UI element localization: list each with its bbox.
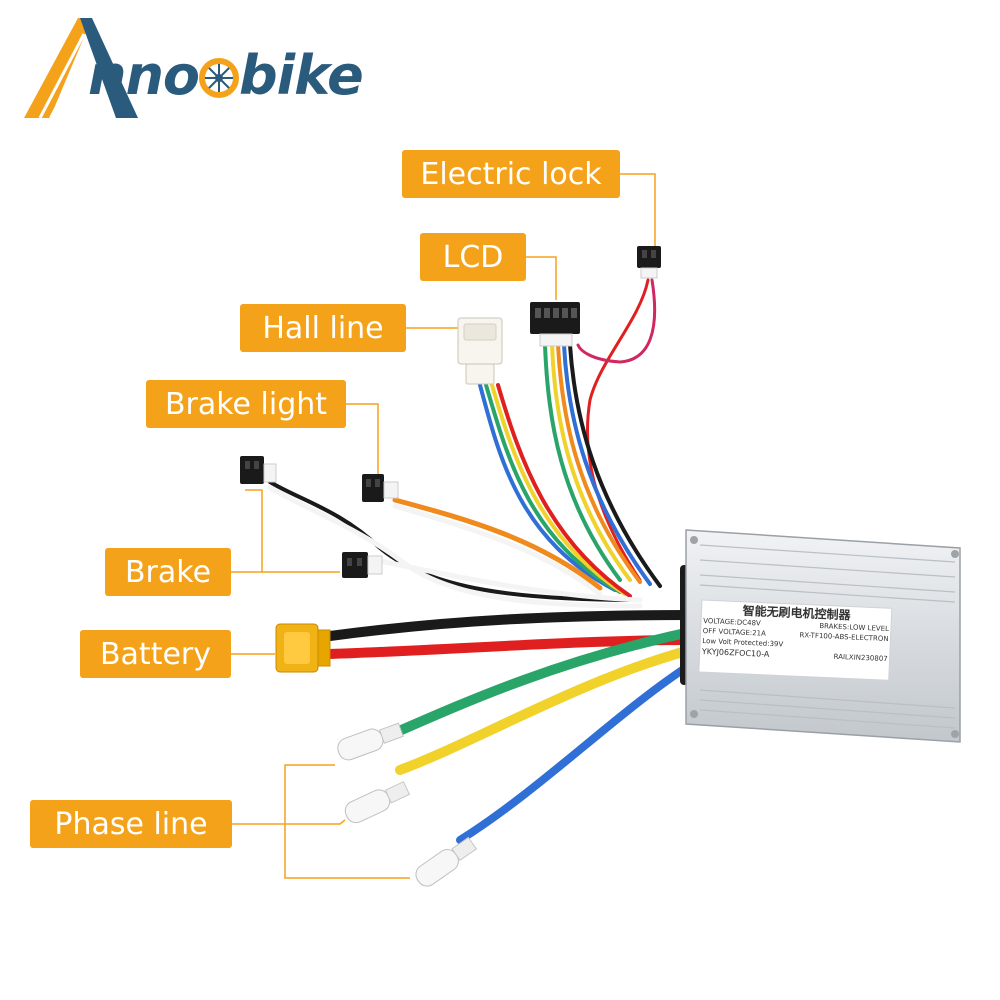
wire-lcd-green (543, 343, 622, 582)
label-brake-light: Brake light (146, 380, 346, 428)
wire-phase-yellow (395, 645, 695, 775)
wire-electric-lock-pink (576, 278, 657, 364)
brake-light-connector (362, 474, 399, 502)
label-electric-lock: Electric lock (402, 150, 620, 198)
wire-electric-lock-red (586, 278, 650, 582)
brand-text-b: bike (239, 44, 364, 107)
label-battery: Battery (80, 630, 231, 678)
spec-sticker-text: 智能无刷电机控制器 VOLTAGE:DC48V BRAKES:LOW LEVEL… (701, 602, 890, 680)
wire-brake-light-orange (392, 497, 603, 591)
brand-text-a: nno (88, 44, 200, 107)
leader-phase-top (232, 764, 335, 825)
label-hall-line: Hall line (240, 304, 406, 352)
leader-lcd (526, 256, 557, 300)
wire-lcd-black (568, 343, 662, 588)
wire-lcd-blue (562, 343, 652, 586)
leader-electric-lock (620, 173, 656, 250)
sticker-part-number: YKYJ06ZFOC10-A (701, 646, 770, 659)
leader-phase-bottom (284, 824, 410, 879)
wheel-icon (199, 58, 239, 98)
wire-lcd-orange (556, 343, 642, 584)
label-brake: Brake (105, 548, 231, 596)
leader-brake-light (346, 403, 379, 478)
wire-hall-blue (478, 383, 617, 592)
electric-lock-connector (637, 246, 661, 279)
brand-wordmark: nno bike (88, 44, 364, 107)
wire-hall-yellow (490, 383, 627, 596)
brake-connector-bottom (342, 552, 383, 578)
leader-phase-mid (285, 819, 346, 825)
wire-phase-blue (456, 661, 694, 844)
phase-connector-green (337, 722, 404, 761)
phase-connectors (337, 722, 478, 887)
leader-brake-top (231, 489, 263, 573)
spec-sticker (698, 599, 893, 681)
lcd-connector (530, 302, 580, 347)
phase-connector-blue (415, 836, 478, 887)
wire-phase-green (385, 627, 695, 740)
label-lcd: LCD (420, 233, 526, 281)
wire-brake-light-white (392, 503, 603, 597)
controller-housing (680, 529, 961, 743)
connectors (240, 246, 661, 887)
battery-xt60-connector (275, 623, 331, 673)
label-phase-line: Phase line (30, 800, 232, 848)
wire-lcd-yellow (550, 343, 632, 582)
sticker-serial: RAILXIN230807 (833, 652, 888, 664)
brake-connector-top (240, 456, 277, 484)
logo-a-mark-icon (24, 18, 138, 119)
wire-brake2-white (372, 557, 643, 603)
leader-lines (231, 173, 656, 879)
wire-hall-green (484, 383, 622, 594)
wire-battery-black (325, 610, 695, 641)
wire-hall-red (496, 383, 632, 598)
hall-line-connector (457, 317, 503, 385)
phase-connector-yellow (344, 781, 411, 824)
wire-bundle (267, 278, 695, 844)
